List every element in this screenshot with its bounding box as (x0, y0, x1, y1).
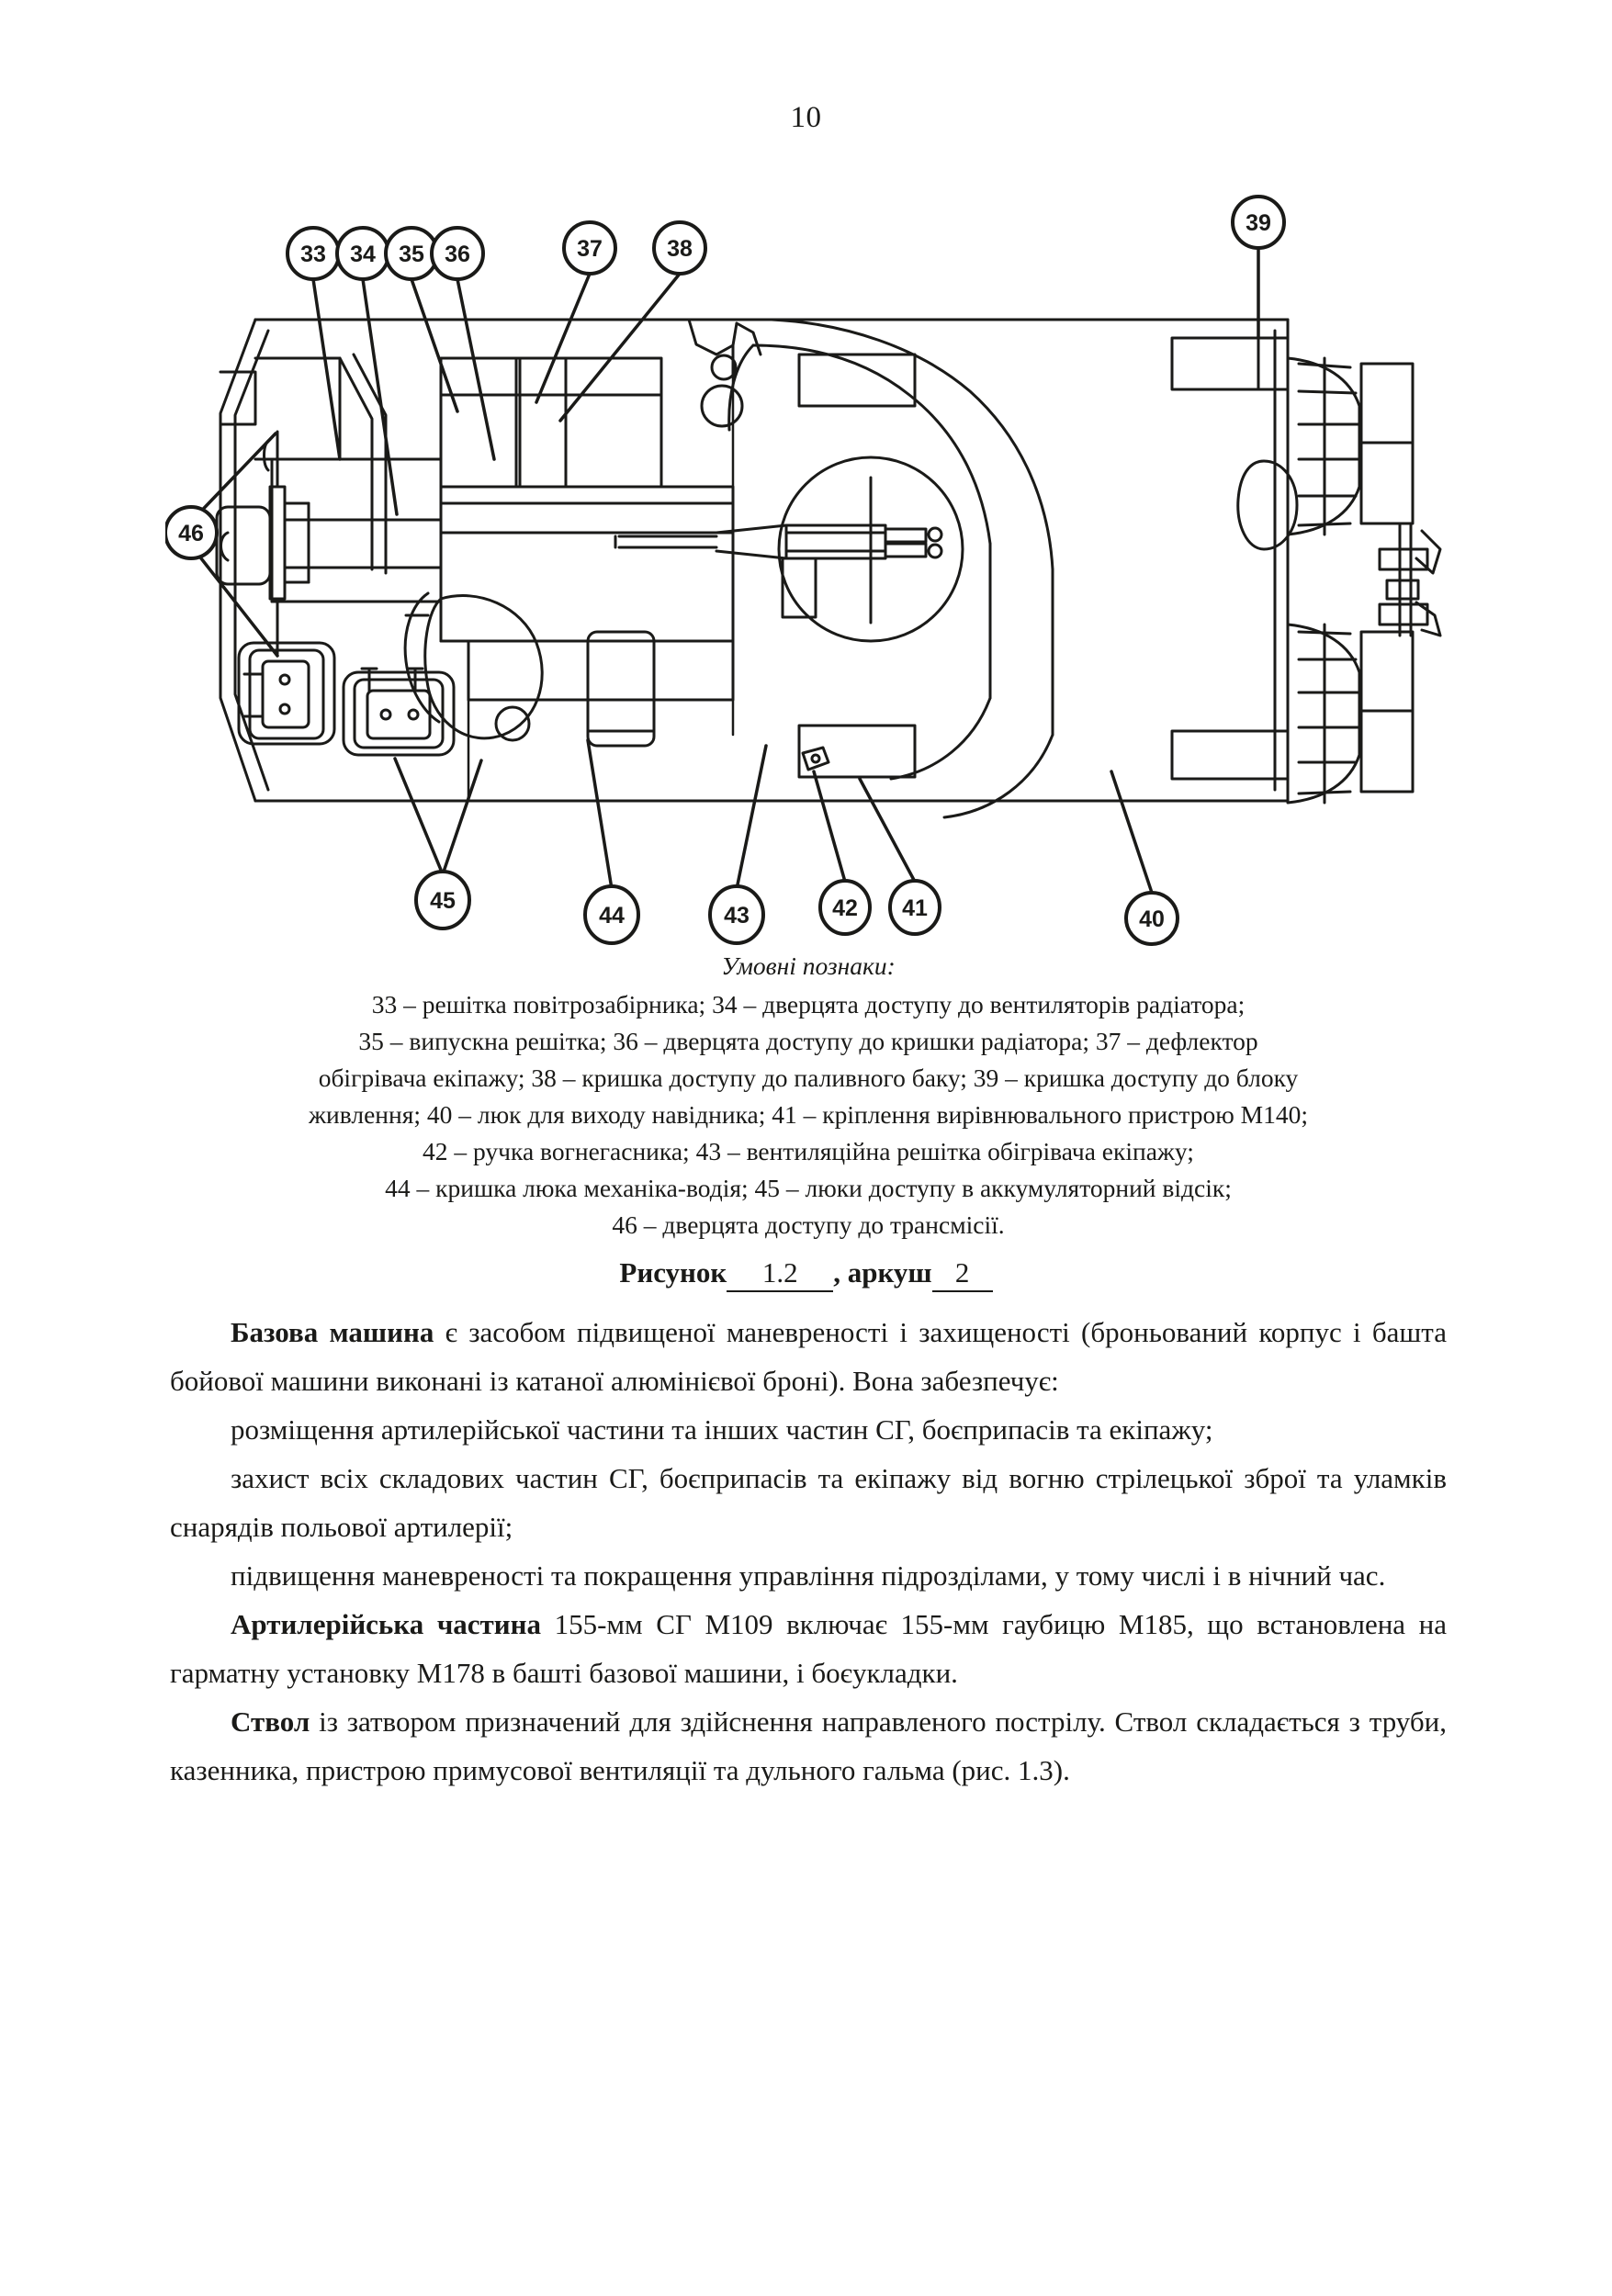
paragraph-placement: розміщення артилерійської частини та інш… (170, 1405, 1447, 1454)
legend-line: 35 – випускна решітка; 36 – дверцята дос… (358, 1027, 1258, 1055)
callout-36-label: 36 (445, 242, 470, 267)
legend-line: живлення; 40 – люк для виходу навідника;… (309, 1100, 1308, 1129)
fire-extinguisher-handle (801, 746, 830, 771)
callout-leader-lines (189, 246, 1260, 895)
paragraph-lead-term: Базова машина (231, 1316, 434, 1348)
callout-45-label: 45 (430, 888, 456, 914)
rear-track-and-fittings (1286, 356, 1442, 805)
figure-caption-separator: , аркуш (833, 1256, 932, 1289)
internal-partitions (467, 353, 917, 803)
callout-39-label: 39 (1246, 210, 1271, 236)
body-text: Базова машина є засобом підвищеної манев… (170, 1308, 1447, 1795)
figure-number-field[interactable]: 1.2 (727, 1256, 834, 1292)
callout-34: 34 (335, 226, 390, 281)
paragraph-base-machine: Базова машина є засобом підвищеної манев… (170, 1308, 1447, 1405)
callout-37: 37 (562, 220, 617, 276)
callout-41-label: 41 (902, 895, 928, 921)
figure-legend: Умовні познаки: 33 – решітка повітрозабі… (165, 948, 1451, 1244)
callout-45: 45 (414, 870, 471, 930)
turret-outline (727, 318, 1054, 819)
callout-33-label: 33 (300, 242, 326, 267)
callout-44: 44 (583, 884, 640, 945)
sheet-number-field[interactable]: 2 (931, 1256, 993, 1292)
callout-37-label: 37 (577, 236, 603, 262)
callout-41: 41 (888, 879, 941, 936)
legend-line: обігрівача екіпажу; 38 – кришка доступу … (318, 1064, 1299, 1092)
paragraph-lead-term: Артилерійська частина (231, 1608, 542, 1640)
hull-outline (219, 318, 1290, 803)
callout-40: 40 (1124, 891, 1179, 946)
legend-line: 46 – дверцята доступу до трансмісії. (612, 1210, 1005, 1239)
deflector-blob (1236, 459, 1299, 551)
callout-43-label: 43 (724, 903, 750, 929)
callout-bubbles: 33 34 35 36 37 (165, 195, 1286, 946)
callout-36: 36 (430, 226, 485, 281)
callout-39: 39 (1231, 195, 1286, 250)
callout-42: 42 (818, 879, 872, 936)
battery-access-hatches (237, 641, 456, 757)
callout-34-label: 34 (350, 242, 376, 267)
vehicle-top-view-drawing: 33 34 35 36 37 (165, 195, 1442, 946)
legend-title: Умовні познаки: (721, 951, 896, 980)
callout-35: 35 (384, 226, 439, 281)
paragraph-body: розміщення артилерійської частини та інш… (231, 1413, 1213, 1446)
callout-38-label: 38 (667, 236, 693, 262)
callout-33: 33 (286, 226, 341, 281)
paragraph-body: із затвором призначений для здійснення н… (170, 1705, 1447, 1786)
heater-deflector (687, 318, 762, 428)
paragraph-artillery-part: Артилерійська частина 155-мм СГ М109 вкл… (170, 1600, 1447, 1697)
callout-35-label: 35 (399, 242, 424, 267)
paragraph-body: є засобом підвищеної маневреності і захи… (170, 1316, 1447, 1397)
paragraph-body: захист всіх складових частин СГ, боєприп… (170, 1462, 1447, 1543)
legend-line: 42 – ручка вогнегасника; 43 – вентиляцій… (423, 1137, 1194, 1165)
callout-42-label: 42 (832, 895, 858, 921)
paragraph-barrel: Ствол із затвором призначений для здійсн… (170, 1697, 1447, 1795)
paragraph-body: підвищення маневреності та покращення уп… (231, 1559, 1386, 1592)
callout-40-label: 40 (1139, 906, 1165, 932)
callout-38: 38 (652, 220, 707, 276)
heater-ventilation-grille (586, 630, 656, 748)
turret-hatch-and-gun-mount (614, 456, 964, 643)
driver-hatch (403, 591, 544, 742)
transmission-access-doors (215, 430, 443, 656)
callout-43: 43 (708, 884, 765, 945)
callout-46-label: 46 (178, 521, 204, 546)
technical-drawing-figure: 33 34 35 36 37 (165, 184, 1470, 946)
paragraph-body: 155-мм СГ М109 включає 155-мм гаубицю М1… (170, 1608, 1447, 1689)
paragraph-mobility: підвищення маневреності та покращення уп… (170, 1551, 1447, 1600)
figure-caption-word: Рисунок (619, 1256, 727, 1289)
legend-line: 44 – кришка люка механіка-водія; 45 – лю… (385, 1174, 1232, 1202)
callout-44-label: 44 (599, 903, 625, 929)
page-number: 10 (790, 101, 822, 134)
paragraph-lead-term: Ствол (231, 1705, 310, 1738)
legend-line: 33 – решітка повітрозабірника; 34 – двер… (371, 990, 1246, 1019)
callout-46: 46 (165, 505, 219, 560)
paragraph-protection: захист всіх складових частин СГ, боєприп… (170, 1454, 1447, 1551)
